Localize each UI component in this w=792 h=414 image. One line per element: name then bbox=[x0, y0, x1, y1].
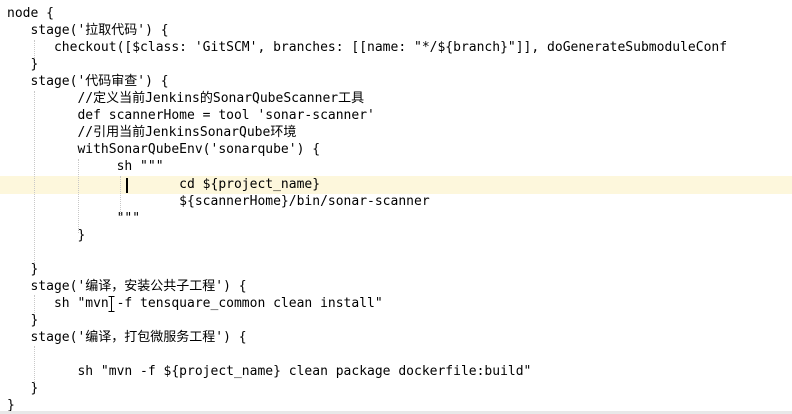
code-line[interactable]: sh """ bbox=[7, 159, 164, 174]
code-line[interactable]: ${scannerHome}/bin/sonar-scanner bbox=[7, 194, 430, 209]
code-line[interactable]: //定义当前Jenkins的SonarQubeScanner工具 bbox=[7, 91, 365, 106]
code-line[interactable]: checkout([$class: 'GitSCM', branches: [[… bbox=[7, 40, 728, 55]
code-line[interactable]: } bbox=[7, 313, 39, 328]
code-line[interactable]: stage('代码审查') { bbox=[7, 74, 169, 89]
code-line[interactable]: } bbox=[7, 57, 39, 72]
indent-guide bbox=[120, 176, 121, 216]
indent-guide bbox=[34, 40, 35, 62]
code-line[interactable]: withSonarQubeEnv('sonarqube') { bbox=[7, 142, 321, 157]
indent-guide bbox=[78, 159, 79, 233]
code-line[interactable]: """ bbox=[7, 211, 141, 226]
indent-guide bbox=[34, 346, 35, 386]
editor-bottom-edge bbox=[0, 411, 792, 414]
code-line[interactable]: } bbox=[7, 228, 86, 243]
indent-guide bbox=[34, 91, 35, 265]
code-line[interactable]: stage('拉取代码') { bbox=[7, 23, 169, 38]
current-line-highlight bbox=[0, 176, 792, 194]
code-line[interactable]: } bbox=[7, 398, 15, 413]
indent-guide bbox=[34, 295, 35, 319]
code-line[interactable]: def scannerHome = tool 'sonar-scanner' bbox=[7, 108, 375, 123]
code-line[interactable]: stage('编译，打包微服务工程') { bbox=[7, 330, 247, 345]
code-line[interactable]: } bbox=[7, 381, 39, 396]
text-caret bbox=[126, 178, 128, 193]
ibeam-cursor-icon bbox=[108, 296, 115, 312]
code-line[interactable]: stage('编译，安装公共子工程') { bbox=[7, 279, 247, 294]
code-line[interactable]: node { bbox=[7, 6, 54, 21]
code-line[interactable]: //引用当前JenkinsSonarQube环境 bbox=[7, 125, 297, 140]
code-line[interactable]: cd ${project_name} bbox=[7, 177, 321, 192]
code-line[interactable]: sh "mvn -f ${project_name} clean package… bbox=[7, 364, 532, 379]
code-line[interactable]: } bbox=[7, 262, 39, 277]
code-line[interactable]: sh "mvn -f tensquare_common clean instal… bbox=[7, 296, 383, 311]
